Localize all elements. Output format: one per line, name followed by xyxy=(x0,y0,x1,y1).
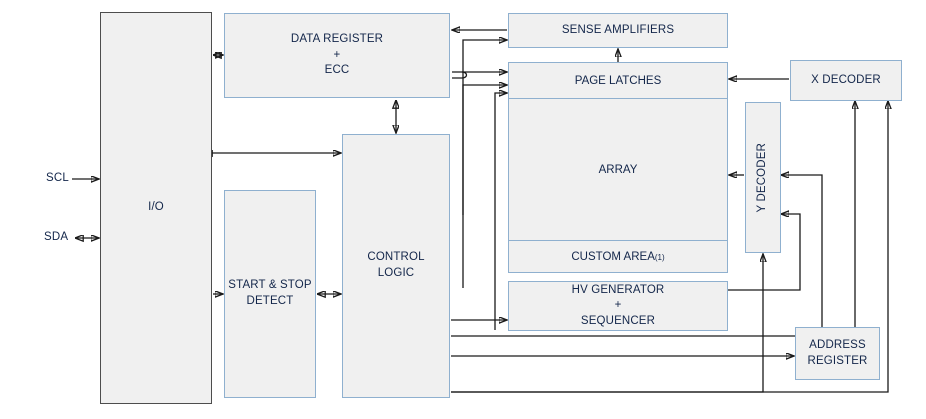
block-io-label: I/O xyxy=(148,201,164,214)
block-x-decoder[interactable]: X DECODER xyxy=(790,60,902,101)
block-page-latches-label: PAGE LATCHES xyxy=(574,74,662,87)
block-data-register-label: DATA REGISTER + ECC xyxy=(290,33,384,77)
block-array[interactable]: ARRAY xyxy=(509,98,727,240)
block-start-stop-detect-label: START & STOP DETECT xyxy=(228,279,312,307)
block-io[interactable]: I/O xyxy=(100,12,212,404)
block-y-decoder[interactable]: Y DECODER xyxy=(745,102,781,253)
wire-address-register-to-y-decoder-upper xyxy=(781,175,823,327)
block-custom-area[interactable]: CUSTOM AREA(1) xyxy=(509,240,727,273)
block-sense-amplifiers[interactable]: SENSE AMPLIFIERS xyxy=(508,13,728,48)
block-control-logic[interactable]: CONTROL LOGIC xyxy=(342,134,450,398)
block-address-register[interactable]: ADDRESS REGISTER xyxy=(795,327,880,380)
block-data-register[interactable]: DATA REGISTER + ECC xyxy=(224,13,450,98)
block-x-decoder-label: X DECODER xyxy=(811,73,881,86)
block-custom-area-footnote-marker: (1) xyxy=(654,252,665,262)
wire-control-logic-to-sense-amps xyxy=(462,40,507,215)
pin-label-sda: SDA xyxy=(44,231,69,243)
block-custom-area-label: CUSTOM AREA xyxy=(571,251,655,263)
wire-data-register-to-page-latches xyxy=(452,71,468,79)
block-sense-amplifiers-label: SENSE AMPLIFIERS xyxy=(561,23,675,36)
block-address-register-label: ADDRESS REGISTER xyxy=(807,338,868,367)
memory-stack: PAGE LATCHES ARRAY CUSTOM AREA(1) xyxy=(508,62,728,273)
block-array-label: ARRAY xyxy=(598,163,638,176)
wire-control-logic-to-page-latches xyxy=(462,85,507,288)
block-hv-generator-label: HV GENERATOR + SEQUENCER xyxy=(571,283,665,327)
block-y-decoder-label: Y DECODER xyxy=(756,142,769,213)
block-page-latches[interactable]: PAGE LATCHES xyxy=(509,63,727,98)
block-hv-generator[interactable]: HV GENERATOR + SEQUENCER xyxy=(508,281,728,331)
wire-bottom-rail-to-x-decoder-outer xyxy=(451,101,888,393)
block-start-stop-detect[interactable]: START & STOP DETECT xyxy=(224,190,316,398)
block-control-logic-label: CONTROL LOGIC xyxy=(367,251,425,279)
wire-control-logic-to-array xyxy=(494,93,507,330)
pin-label-scl: SCL xyxy=(46,172,69,184)
